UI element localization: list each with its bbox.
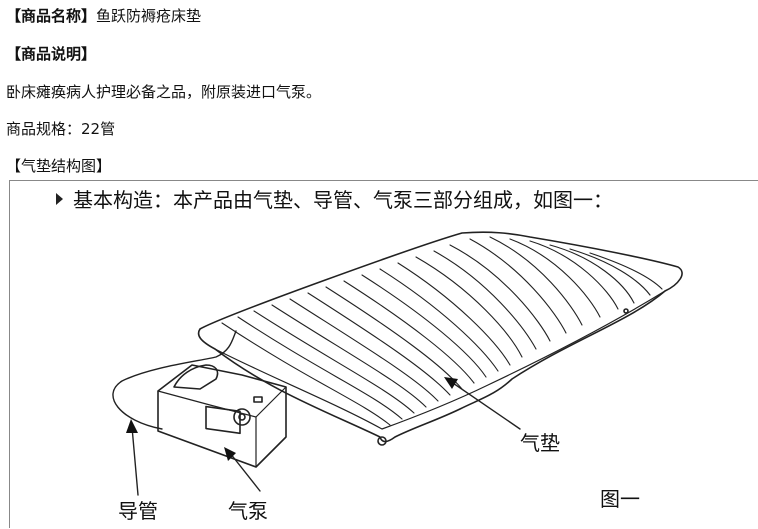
pointer-arrows bbox=[131, 380, 521, 496]
label-mattress: 气垫 bbox=[520, 431, 560, 455]
figure-caption: 图一 bbox=[600, 487, 640, 511]
figure-heading: 基本构造：本产品由气垫、导管、气泵三部分组成，如图一： bbox=[56, 187, 613, 213]
mattress-valve bbox=[623, 308, 629, 314]
product-spec: 商品规格：22管 bbox=[6, 120, 116, 138]
product-name-label: 【商品名称】 bbox=[6, 7, 97, 25]
mattress-outline bbox=[197, 231, 683, 443]
product-name-line: 【商品名称】鱼跃防褥疮床垫 bbox=[6, 6, 201, 26]
figure-heading-text: 基本构造：本产品由气垫、导管、气泵三部分组成，如图一： bbox=[73, 188, 613, 212]
mattress-front-edge bbox=[214, 290, 666, 430]
air-tube-shape bbox=[112, 330, 237, 430]
triangle-bullet-icon bbox=[56, 193, 63, 205]
product-desc-text: 卧床瘫痪病人护理必备之品，附原装进口气泵。 bbox=[6, 83, 322, 101]
label-pump: 气泵 bbox=[228, 499, 268, 523]
structure-figure: 基本构造：本产品由气垫、导管、气泵三部分组成，如图一： bbox=[9, 180, 758, 528]
mattress-connector bbox=[377, 436, 387, 446]
product-name-value: 鱼跃防褥疮床垫 bbox=[96, 7, 202, 25]
label-tube: 导管 bbox=[118, 499, 158, 523]
product-desc-label: 【商品说明】 bbox=[6, 45, 97, 63]
structure-heading: 【气垫结构图】 bbox=[6, 157, 112, 175]
air-pump-shape bbox=[157, 364, 287, 468]
mattress-diagram bbox=[112, 231, 683, 496]
